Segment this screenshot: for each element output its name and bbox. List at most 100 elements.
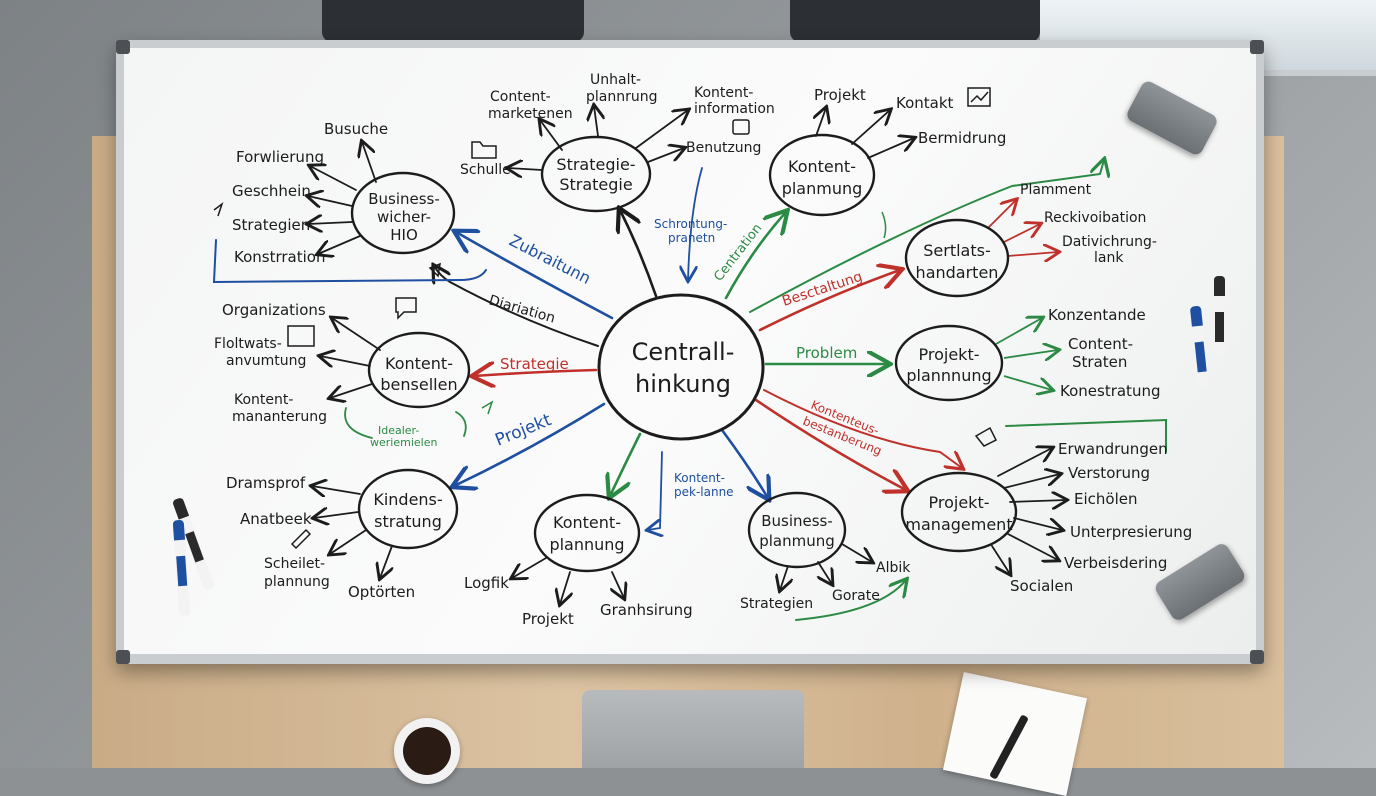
label-strategien: Strategien: [232, 216, 310, 234]
node-projekt-mgmt-2: management: [905, 515, 1012, 534]
arrow-strategie: [474, 370, 598, 376]
exclamation-icon: [881, 211, 887, 239]
label-konestratung: Konestratung: [1060, 382, 1160, 400]
label-schrontung-2: pranetn: [668, 231, 715, 245]
arrow-to-kontent-plannung: [610, 432, 642, 496]
label-kontent-info-2: information: [694, 101, 775, 117]
label-benutzung: Benutzung: [686, 140, 761, 156]
label-socialen: Socialen: [1010, 577, 1073, 595]
arrow-zubraitunn: [456, 232, 614, 320]
marker-black: [1214, 276, 1225, 356]
arrow-green-loop: [749, 160, 1104, 313]
label-schrontung-1: Schrontung-: [654, 217, 727, 231]
green-idealer-left: [344, 407, 373, 439]
node-kontent-left-2: bensellen: [380, 375, 457, 394]
label-kontent-pek-1: Kontent-: [674, 471, 725, 485]
label-forwlierung: Forwlierung: [236, 148, 324, 166]
node-kontent-top-1: Kontent-: [788, 157, 856, 176]
node-kontent-top-2: planmung: [782, 179, 863, 198]
label-idealer-1: Idealer-: [378, 424, 419, 437]
label-strategien-bottom: Strategien: [740, 596, 813, 612]
board-corner: [1250, 40, 1264, 54]
label-dativichrung-2: lank: [1094, 250, 1124, 266]
center-line-1: Centrall-: [632, 338, 735, 366]
node-strategie-2: Strategie: [559, 175, 632, 194]
node-kindens-2: stratung: [374, 512, 442, 531]
node-kontent-bottom-2: plannung: [549, 535, 624, 554]
node-sertlats-1: Sertlats-: [923, 241, 990, 260]
label-zubraitunn: Zubraitunn: [506, 231, 594, 288]
node-kontent-left-1: Kontent-: [385, 354, 453, 373]
label-scheilet-2: plannung: [264, 574, 330, 590]
node-business-2: wicher-: [377, 208, 431, 226]
board-corner: [116, 40, 130, 54]
arrow-schrontung: [688, 167, 703, 280]
pencil-icon: [290, 528, 312, 550]
label-content-marketing-2: marketenen: [488, 106, 573, 122]
label-kontent-manant-2: mananterung: [232, 409, 327, 425]
label-kontent-manant-1: Kontent-: [234, 392, 293, 408]
label-dramsprof: Dramsprof: [226, 474, 306, 492]
arrow-to-strategie: [620, 210, 658, 298]
label-albik: Albik: [876, 560, 911, 576]
label-optorten: Optörten: [348, 583, 415, 601]
chart-line-icon: [970, 91, 989, 103]
label-projekt-arrow: Projekt: [492, 410, 554, 451]
label-flotwats-2: anvumtung: [226, 353, 306, 369]
label-eicholen: Eichölen: [1074, 490, 1137, 508]
node-projekt-mgmt-1: Projekt-: [929, 493, 990, 512]
chart-icon: [967, 87, 991, 107]
label-content-straten-1: Content-: [1068, 335, 1133, 353]
label-projekt-bottom: Projekt: [522, 610, 574, 628]
speech-bubble-icon: [395, 297, 417, 320]
green-bracket: [1005, 418, 1167, 453]
pin-icon: [213, 201, 224, 217]
node-business-1: Business-: [368, 190, 440, 208]
label-geschhein: Geschhein: [232, 182, 311, 200]
mind-map: Centrall- hinkung Business- wicher- HIO …: [212, 72, 1192, 628]
label-kontakt: Kontakt: [896, 94, 954, 112]
label-anatbeek: Anatbeek: [240, 510, 312, 528]
label-granhsirung: Granhsirung: [600, 601, 693, 619]
node-strategie-1: Strategie-: [556, 155, 635, 174]
label-konzentande: Konzentande: [1048, 306, 1146, 324]
node-kindens-1: Kindens-: [373, 490, 442, 509]
arrow-besctaltung: [758, 270, 900, 332]
green-idealer-right: [455, 411, 467, 437]
label-reckivoibation: Reckivoibation: [1044, 210, 1146, 226]
node-projekt-plan-1: Projekt-: [919, 345, 980, 364]
label-unhalt-1: Unhalt-: [590, 72, 641, 88]
arrow-to-business-planmung: [720, 428, 768, 498]
node-projekt-plan-2: plannnung: [906, 366, 991, 385]
label-organizations: Organizations: [222, 301, 326, 319]
arrow-diariation: [434, 266, 599, 347]
chair-left: [322, 0, 584, 42]
label-verbeisdering: Verbeisdering: [1064, 554, 1167, 572]
label-bermidrung: Bermidrung: [918, 129, 1006, 147]
window-icon: [287, 325, 315, 347]
label-unterpresierung: Unterpresierung: [1070, 523, 1192, 541]
folder-icon: [471, 141, 497, 159]
label-verstorung: Verstorung: [1068, 464, 1150, 482]
label-content-marketing-1: Content-: [490, 89, 551, 105]
arrow-green-bottom: [795, 580, 906, 621]
arrow-projekt: [454, 402, 606, 486]
label-kontent-info-1: Kontent-: [694, 85, 753, 101]
spark-icon: [481, 400, 494, 415]
board-corner: [116, 650, 130, 664]
label-projekt-top: Projekt: [814, 86, 866, 104]
label-dativichrung-1: Dativichrung-: [1062, 234, 1157, 250]
document-icon: [732, 119, 750, 135]
node-business-plan-1: Business-: [761, 512, 833, 530]
arrow-centration: [724, 212, 786, 300]
label-content-straten-2: Straten: [1072, 353, 1127, 371]
laptop: [582, 690, 804, 768]
center-ellipse: [597, 293, 765, 441]
network-icon: [974, 426, 998, 447]
label-scheilet-1: Scheilet-: [264, 556, 325, 572]
chair-right: [790, 0, 1040, 42]
node-kontent-bottom-1: Kontent-: [553, 513, 621, 532]
center-line-2: hinkung: [635, 370, 731, 398]
label-strategie-arrow: Strategie: [500, 355, 569, 373]
cursor-icon: [428, 262, 441, 278]
